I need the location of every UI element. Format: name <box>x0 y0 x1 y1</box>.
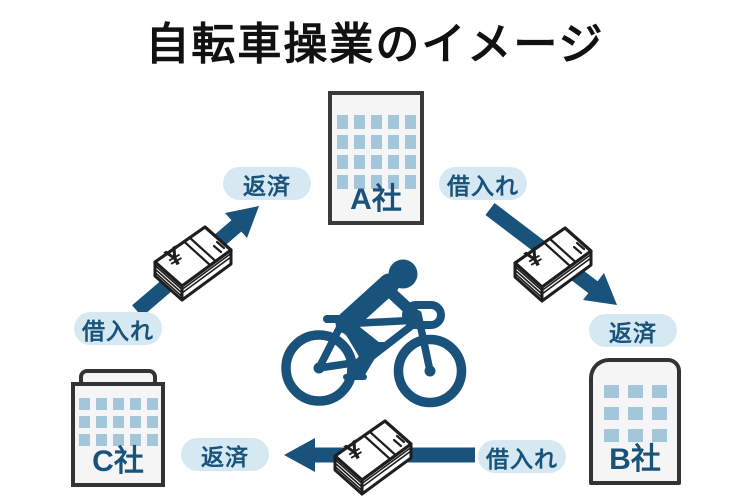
building-window <box>627 407 643 420</box>
building-window <box>387 175 399 189</box>
bicycle-handlebar <box>402 301 445 329</box>
building-window <box>78 434 90 446</box>
building-window <box>336 135 348 149</box>
bicycle-front-wheel <box>393 334 467 408</box>
building-window <box>404 155 416 169</box>
building-window <box>387 115 399 129</box>
label-repay-c-to-a: 返済 <box>223 167 311 200</box>
building-window <box>370 155 382 169</box>
building-window <box>112 434 124 446</box>
building-b: B社 <box>589 358 681 485</box>
building-window <box>627 429 643 442</box>
building-c: C社 <box>71 369 165 487</box>
rider-leg <box>336 316 381 380</box>
building-b-windows <box>593 385 677 442</box>
building-window <box>78 398 90 410</box>
building-window <box>651 407 667 420</box>
building-window <box>353 115 365 129</box>
building-window <box>336 115 348 129</box>
building-window <box>146 398 158 410</box>
building-window <box>112 398 124 410</box>
rider-head <box>388 259 418 289</box>
building-window <box>336 155 348 169</box>
building-window <box>129 434 141 446</box>
building-a-windows <box>332 115 420 189</box>
building-c-label: C社 <box>92 445 144 478</box>
building-window <box>129 416 141 428</box>
building-window <box>387 155 399 169</box>
building-window <box>651 429 667 442</box>
building-window <box>603 429 619 442</box>
building-window <box>353 135 365 149</box>
building-window <box>353 175 365 189</box>
label-repay-b-to-c: 返済 <box>181 438 269 471</box>
building-window <box>370 175 382 189</box>
building-window <box>129 398 141 410</box>
building-window <box>78 416 90 428</box>
building-window <box>404 115 416 129</box>
building-window <box>353 155 365 169</box>
building-window <box>146 434 158 446</box>
money-stack-icon <box>333 419 413 496</box>
building-b-label: B社 <box>609 443 661 476</box>
building-window <box>336 175 348 189</box>
building-window <box>95 398 107 410</box>
building-window <box>95 434 107 446</box>
cyclist-icon <box>281 259 467 408</box>
building-window <box>112 416 124 428</box>
building-window <box>603 385 619 398</box>
building-window <box>404 175 416 189</box>
building-window <box>651 385 667 398</box>
building-window <box>603 407 619 420</box>
building-window <box>627 385 643 398</box>
building-window <box>387 135 399 149</box>
building-window <box>404 135 416 149</box>
building-a-label: A社 <box>350 183 402 216</box>
label-borrow-c-to-a: 借入れ <box>74 312 162 345</box>
building-a: A社 <box>328 91 424 225</box>
building-window <box>95 416 107 428</box>
label-borrow-a-to-b: 借入れ <box>439 167 527 200</box>
label-repay-a-to-b: 返済 <box>589 314 677 347</box>
building-c-windows <box>75 398 161 446</box>
building-window <box>370 115 382 129</box>
building-window <box>146 416 158 428</box>
page-title: 自転車操業のイメージ <box>145 20 605 69</box>
label-borrow-b-to-c: 借入れ <box>478 440 566 473</box>
building-window <box>370 135 382 149</box>
